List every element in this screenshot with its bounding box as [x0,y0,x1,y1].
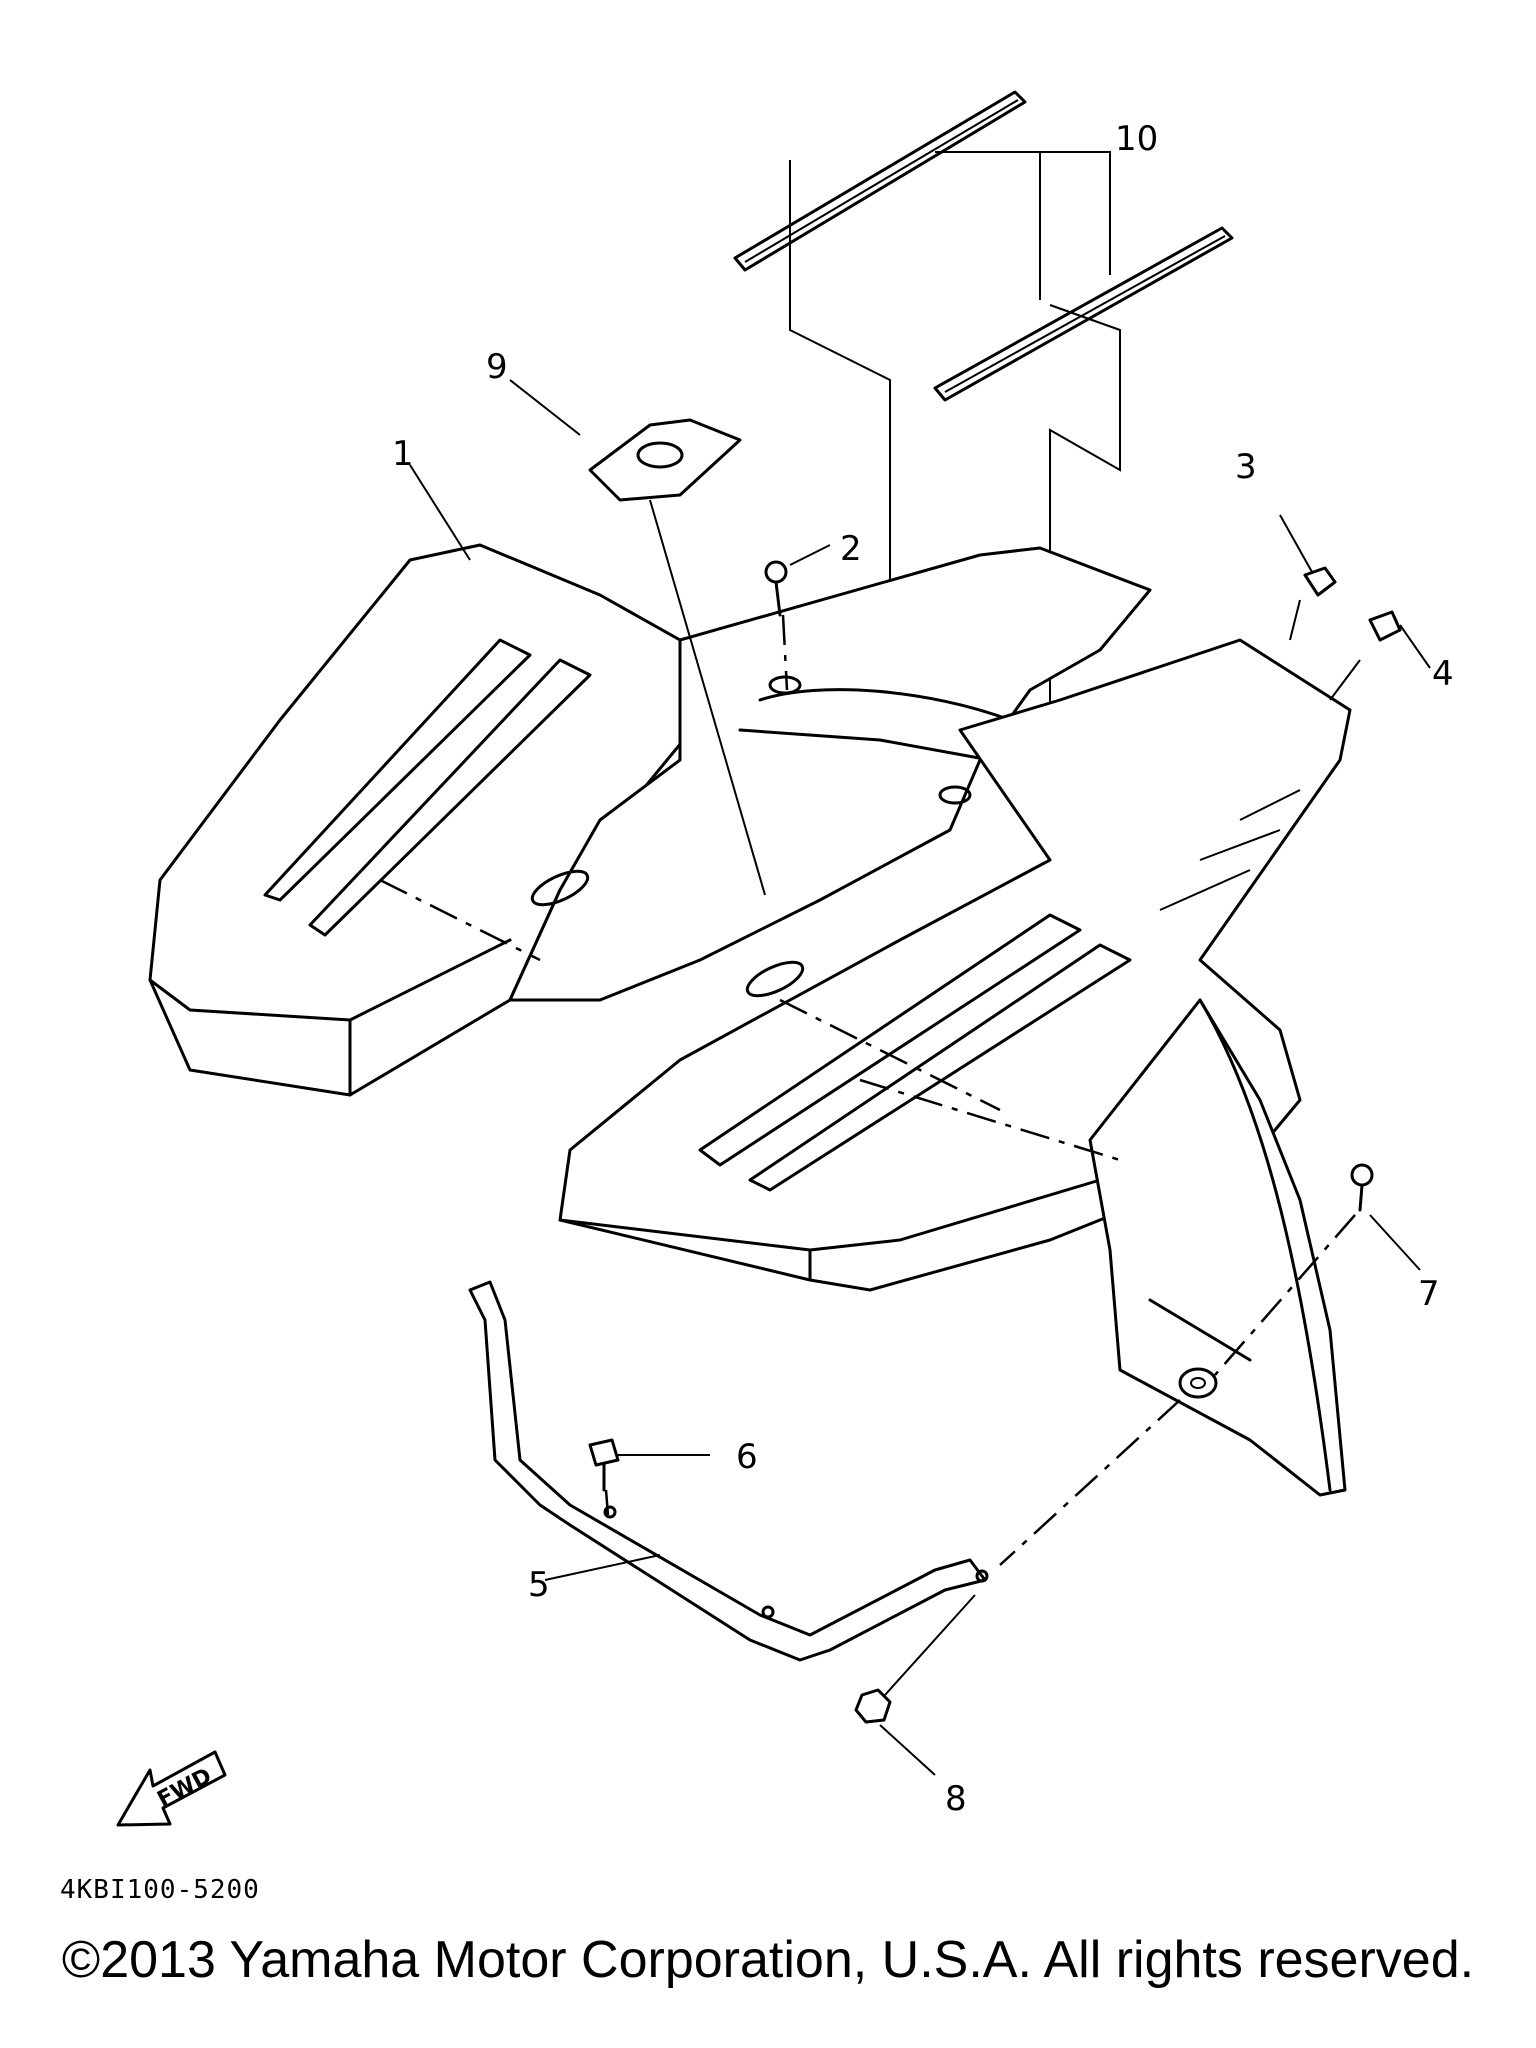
callout-5: 5 [528,1565,550,1605]
callout-7: 7 [1418,1274,1440,1314]
part-8-nut [854,1594,976,1776]
part-6-bolt [588,1438,710,1516]
part-7-screw [1214,1163,1421,1376]
callout-9: 9 [486,347,508,387]
callout-2: 2 [840,529,862,569]
fwd-arrow-icon: FWD [116,1750,227,1827]
copyright-notice: ©2013 Yamaha Motor Corporation, U.S.A. A… [61,1931,1475,1989]
part-5-stay [468,1280,989,1662]
callout-8: 8 [945,1779,967,1819]
part-1-front-fender [148,464,1352,1497]
callout-1: 1 [392,434,414,474]
callout-6: 6 [736,1437,758,1477]
part-3-bolt [1279,514,1337,597]
part-9-cap [509,379,766,896]
part-10-strips [733,90,1234,710]
grommet [999,1367,1218,1566]
callout-10: 10 [1115,119,1158,159]
part-2-screw [764,544,831,691]
callout-labels: 1 2 3 4 5 6 7 8 9 10 [392,119,1454,1819]
callout-4: 4 [1432,654,1454,694]
callout-3: 3 [1235,447,1257,487]
part-4-bolt [1289,599,1431,701]
diagram-part-code: 4KBI100-5200 [60,1875,260,1905]
